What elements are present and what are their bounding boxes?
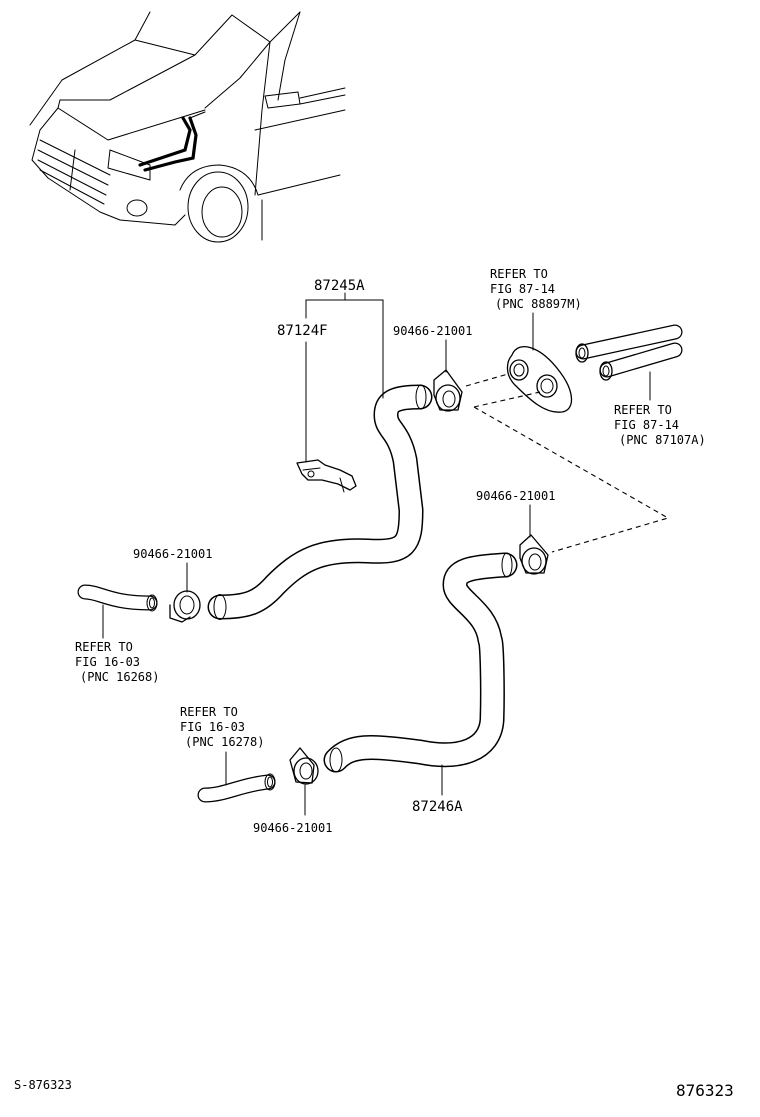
clamp-bottom: [289, 747, 319, 785]
ref-left-line1: REFER TO: [75, 640, 133, 654]
ref-pipes: REFER TO FIG 87-14 (PNC 87107A): [614, 403, 706, 447]
grommet-88897M: [506, 346, 573, 413]
hose-87245A: [207, 384, 433, 620]
ref-bottom-pipe: REFER TO FIG 16-03 (PNC 16278): [180, 705, 264, 749]
clamp-left: [169, 590, 201, 623]
pipes-87107A: [575, 324, 683, 381]
label-87245A: 87245A: [314, 278, 365, 294]
ref-left-line2: FIG 16-03: [75, 655, 140, 669]
clamp-top: [433, 369, 463, 412]
clip-87124F: [296, 459, 357, 493]
ref-pipes-line2: FIG 87-14: [614, 418, 679, 432]
label-90466-middle: 90466-21001: [476, 489, 555, 503]
sheet-code: S-876323: [14, 1078, 72, 1092]
ref-bottom-line1: REFER TO: [180, 705, 238, 719]
ref-grommet-line3: (PNC 88897M): [495, 297, 582, 311]
ref-grommet-line2: FIG 87-14: [490, 282, 555, 296]
ref-left-pipe: REFER TO FIG 16-03 (PNC 16268): [75, 640, 159, 684]
clamp-middle: [519, 534, 549, 575]
pipe-16268: [77, 584, 158, 612]
ref-pipes-line1: REFER TO: [614, 403, 672, 417]
label-87124F: 87124F: [277, 323, 328, 339]
ref-left-line3: (PNC 16268): [80, 670, 159, 684]
label-90466-bottom: 90466-21001: [253, 821, 332, 835]
connection-lines: [465, 373, 670, 553]
ref-bottom-line2: FIG 16-03: [180, 720, 245, 734]
label-90466-left: 90466-21001: [133, 547, 212, 561]
ref-bottom-line3: (PNC 16278): [185, 735, 264, 749]
vehicle-sketch: [29, 11, 346, 243]
ref-grommet-line1: REFER TO: [490, 267, 548, 281]
figure-number: 876323: [676, 1081, 734, 1100]
label-90466-top: 90466-21001: [393, 324, 472, 338]
hose-87246A: [323, 552, 518, 773]
ref-grommet: REFER TO FIG 87-14 (PNC 88897M): [490, 267, 582, 311]
label-87246A: 87246A: [412, 799, 463, 815]
pipe-16278: [197, 773, 276, 803]
leader-lines: [102, 292, 651, 816]
ref-pipes-line3: (PNC 87107A): [619, 433, 706, 447]
